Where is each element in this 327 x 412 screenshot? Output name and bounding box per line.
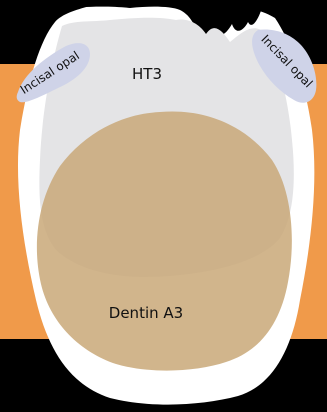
label-ht3: HT3 bbox=[132, 65, 162, 83]
label-dentin-a3: Dentin A3 bbox=[109, 304, 183, 322]
dentin-layer bbox=[37, 111, 292, 370]
